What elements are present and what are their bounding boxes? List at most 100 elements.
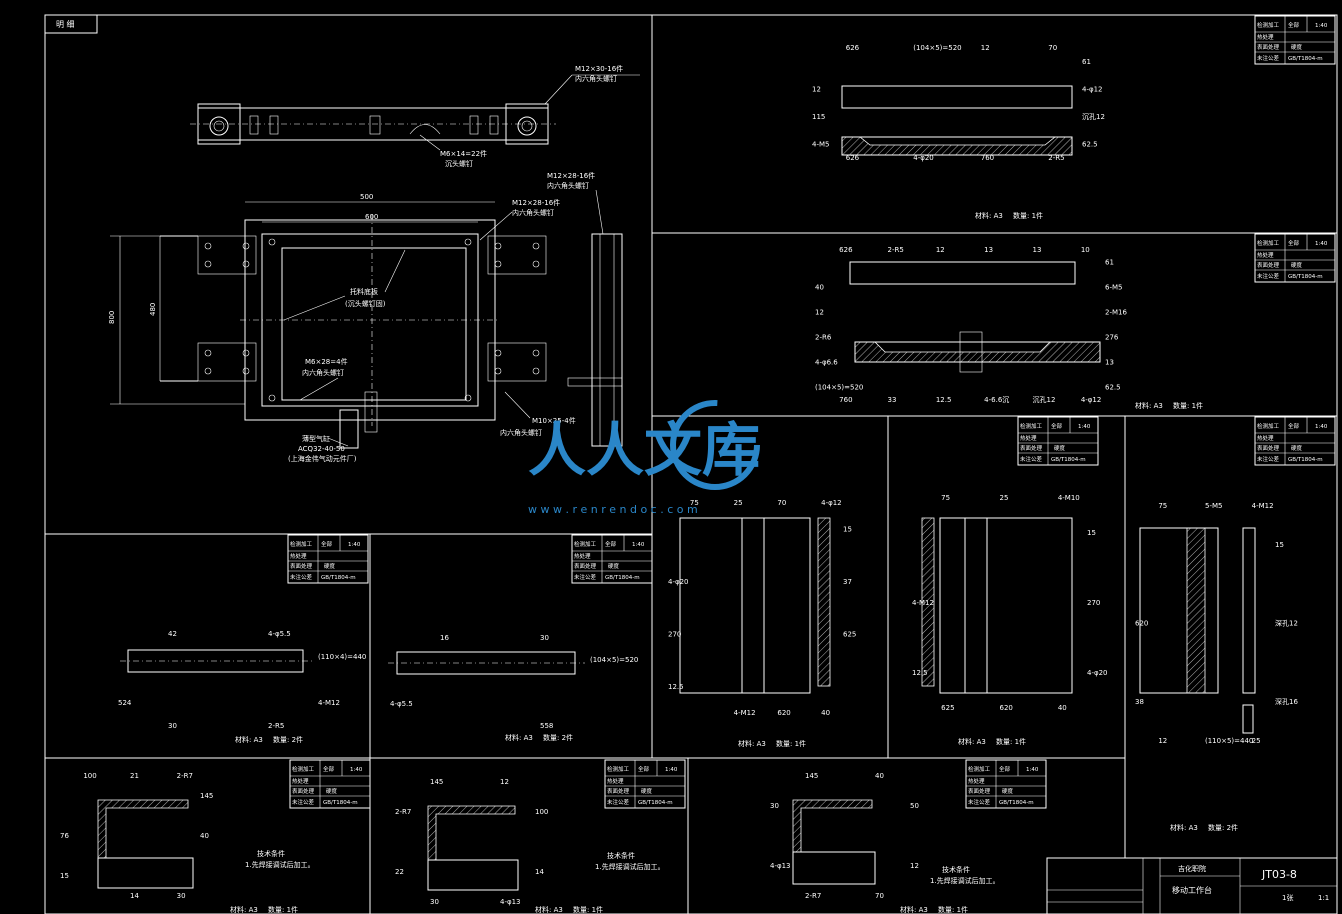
bolt-hole [242,367,250,375]
quantity-label: 数量: 2件 [273,735,303,744]
dimension-label: 13 [1033,246,1042,254]
dimension-label: 620 [1000,704,1013,712]
tolerance-cell: 表面处理 [1257,261,1280,269]
dimension-label: 40 [1058,704,1067,712]
dimension-label: 深孔12 [1275,619,1298,628]
dimension-label: 13 [984,246,993,254]
tolerance-cell: 硬度 [1002,787,1014,795]
dimension-label: 61 [1105,259,1114,267]
label-screw-right: M12×28-16件 [547,171,595,180]
dimension-label: 4-φ20 [913,154,934,162]
tolerance-cell: 检测加工 [574,540,597,548]
dimension-label: 40 [200,832,209,840]
tolerance-cell: 检测加工 [1257,21,1280,29]
dimension-label: (110×5)=440 [1205,737,1253,745]
tolerance-cell: 热处理 [968,777,985,785]
material-label: 材料: A3 [235,735,263,744]
dimension-label: 4-φ12 [821,499,842,507]
dimension-label: (104×5)=520 [590,656,638,664]
dimension-label: 100 [83,772,96,780]
material-label: 材料: A3 [230,905,258,914]
dimension-label: 深孔16 [1275,697,1298,706]
material-label: 材料: A3 [958,737,986,746]
label-flat-screw: M6×14=22件 [440,149,487,158]
dimension-label: 62.5 [1082,140,1098,148]
label-flat-screw-sub: 沉头螺钉 [445,159,473,168]
dimension-label: 12 [936,246,945,254]
dimension-label: 626 [839,246,853,254]
dimension-label: 270 [668,630,681,638]
label-m6-sub: 内六角头螺钉 [302,368,344,377]
tolerance-cell: 硬度 [1291,43,1303,51]
dimension-label: 145 [805,772,818,780]
dimension-label: 76 [60,832,69,840]
dimension-label: 6-M5 [1105,284,1122,292]
quantity-label: 数量: 1件 [573,905,603,914]
dimension-label: 4-φ12 [1082,85,1103,93]
tolerance-cell: 1:40 [665,767,678,773]
bolt-hole [494,242,502,250]
tolerance-cell: 热处理 [574,552,591,560]
watermark: 人人文库 w w w . r e n r e n d o c . c o m [528,400,760,516]
tolerance-cell: 未注公差 [292,798,315,806]
quantity-label: 数量: 1件 [1173,401,1203,410]
label-cylinder-model: ACQ32-40-50 [298,445,345,453]
dimension-label: 2-R5 [268,722,284,730]
tolerance-cell: 表面处理 [1257,43,1280,51]
dimension-label: 12 [812,85,821,93]
dimension-label: 40 [821,709,830,717]
dimension-label: (104×5)=520 [913,44,961,52]
tolerance-cell: 1:40 [348,542,361,548]
dimension-label: 30 [177,892,186,900]
dimension-label: 14 [535,868,544,876]
dimension-label: 115 [812,113,825,121]
bolt-hole [532,349,540,357]
dimension-label: 2-M16 [1105,309,1127,317]
dimension-label: 625 [843,630,856,638]
dimension-label: 5-M5 [1205,502,1222,510]
bolt-hole [494,260,502,268]
dimension-label: 4-M12 [912,599,934,607]
dimension-label: 12.5 [668,683,684,691]
label-screw-mid-sub: 内六角头螺钉 [512,208,554,217]
bolt-hole [204,242,212,250]
tolerance-cell: GB/T1804-m [999,800,1034,806]
bolt-hole [242,349,250,357]
label-cylinder: 薄型气缸 [302,434,330,443]
material-label: 材料: A3 [535,905,563,914]
tolerance-cell: 1:40 [1078,424,1091,430]
dimension-label: 16 [440,634,449,642]
quantity-label: 数量: 2件 [1208,823,1238,832]
tech-condition-title: 技术条件 [257,849,285,858]
dimension-label: 4-φ20 [1087,669,1108,677]
tolerance-cell: 1:40 [632,542,645,548]
tech-condition-title: 技术条件 [607,851,635,860]
tolerance-cell: 硬度 [1291,444,1303,452]
dimension-label: 61 [1082,58,1091,66]
school-name: 吉化职院 [1178,864,1206,873]
tolerance-cell: 表面处理 [290,562,313,570]
dimension-label: 30 [540,634,549,642]
tech-condition-note: 1.先焊接调试后加工。 [595,862,665,871]
dimension-label: 4-6.6沉 [984,396,1009,404]
part-p10 [792,799,876,885]
dimension-label: 4-M12 [318,699,340,707]
tolerance-cell: 硬度 [1291,261,1303,269]
tolerance-cell: 热处理 [292,777,309,785]
dimension-label: 4-M12 [1252,502,1274,510]
dim-w-outer: 500 [360,193,373,201]
tolerance-cell: 检测加工 [1257,422,1280,430]
tolerance-cell: 硬度 [608,562,620,570]
corner-label: 明 细 [56,19,75,29]
bolt-hole [242,242,250,250]
sheet-frame: 明 细 [44,14,1338,914]
tolerance-cell: 全部 [638,765,650,773]
dimension-label: 626 [846,154,860,162]
tolerance-cell: GB/T1804-m [323,800,358,806]
dimension-label: 4-φ5.5 [268,630,291,638]
quantity-label: 数量: 1件 [938,905,968,914]
dimension-label: 15 [1087,529,1096,537]
tolerance-cell: 硬度 [324,562,336,570]
tolerance-cell: 检测加工 [1020,422,1043,430]
